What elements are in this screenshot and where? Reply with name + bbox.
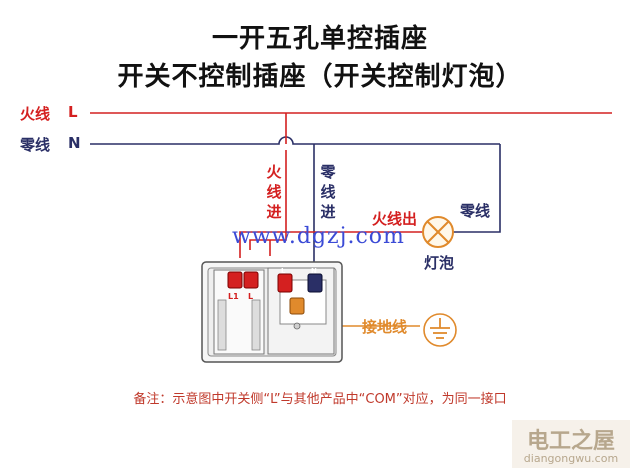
neutral-lamp-wire <box>446 144 501 233</box>
ground-label: 接地线 <box>362 318 408 336</box>
neutral-wire-label: 零线 <box>20 136 51 154</box>
switch-socket-device <box>201 261 343 363</box>
neutral-lamp-label: 零线 <box>460 202 491 220</box>
terminal-l-label: L <box>248 292 254 301</box>
socket-l-label: L <box>281 267 286 275</box>
switch-terminal-l1 <box>227 271 243 289</box>
socket-terminal-ground <box>289 297 305 315</box>
live-wire-label: 火线 <box>20 105 51 123</box>
socket-n-label: N <box>311 267 317 275</box>
diagram-title: 一开五孔单控插座 <box>211 24 428 54</box>
live-wire-letter: L <box>68 103 78 121</box>
neutral-in-label: 零线进 <box>320 163 336 221</box>
live-in-label: 火线进 <box>266 163 282 221</box>
watermark-box <box>512 420 630 468</box>
live-out-label: 火线出 <box>372 210 418 228</box>
socket-terminal-n <box>307 273 323 293</box>
live-out-wire <box>239 231 430 258</box>
diagram-subtitle: 开关不控制插座（开关控制灯泡） <box>117 62 523 92</box>
site-url: www.dgzj.com <box>232 224 405 249</box>
lamp-label: 灯泡 <box>424 254 455 272</box>
watermark-url: diangongwu.com <box>523 452 619 465</box>
terminal-l1-label: L1 <box>228 292 239 301</box>
watermark-text: 电工之屋 <box>526 429 615 454</box>
switch-terminal-l <box>243 271 259 289</box>
socket-terminal-l <box>277 273 293 293</box>
neutral-wire <box>90 136 500 145</box>
neutral-wire-letter: N <box>68 134 81 152</box>
lamp-icon <box>422 216 454 248</box>
footnote: 备注：示意图中开关侧“L”与其他产品中“COM”对应，为同一接口 <box>133 392 507 407</box>
ground-icon <box>423 313 457 347</box>
live-in-wire <box>249 113 287 250</box>
